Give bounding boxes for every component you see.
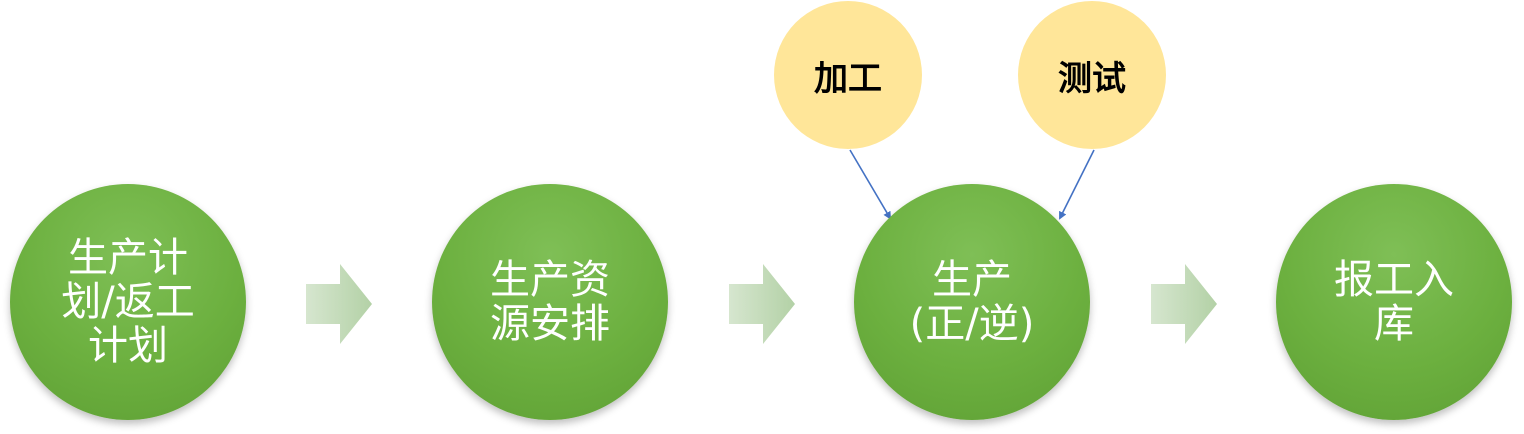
production-node: 生产 (正/逆) [854,184,1090,420]
machining-label: 加工 [814,58,882,99]
flow-arrow-2 [729,264,795,344]
testing-node: 测试 [1018,1,1166,149]
report-and-warehousing-node: 报工入 库 [1276,184,1512,420]
connector-machining-to-production [849,149,892,220]
production-label: 生产 (正/逆) [909,257,1035,347]
flow-arrow-1 [306,264,372,344]
resource-arrangement-node: 生产资 源安排 [432,184,668,420]
production-planning-label: 生产计 划/返工 计划 [61,235,195,369]
testing-label: 测试 [1058,58,1126,99]
production-planning-node: 生产计 划/返工 计划 [10,184,246,420]
machining-node: 加工 [774,1,922,149]
connector-testing-to-production [1059,149,1095,220]
flow-arrow-3 [1151,264,1217,344]
resource-arrangement-label: 生产资 源安排 [490,257,610,347]
report-and-warehousing-label: 报工入 库 [1334,257,1454,347]
